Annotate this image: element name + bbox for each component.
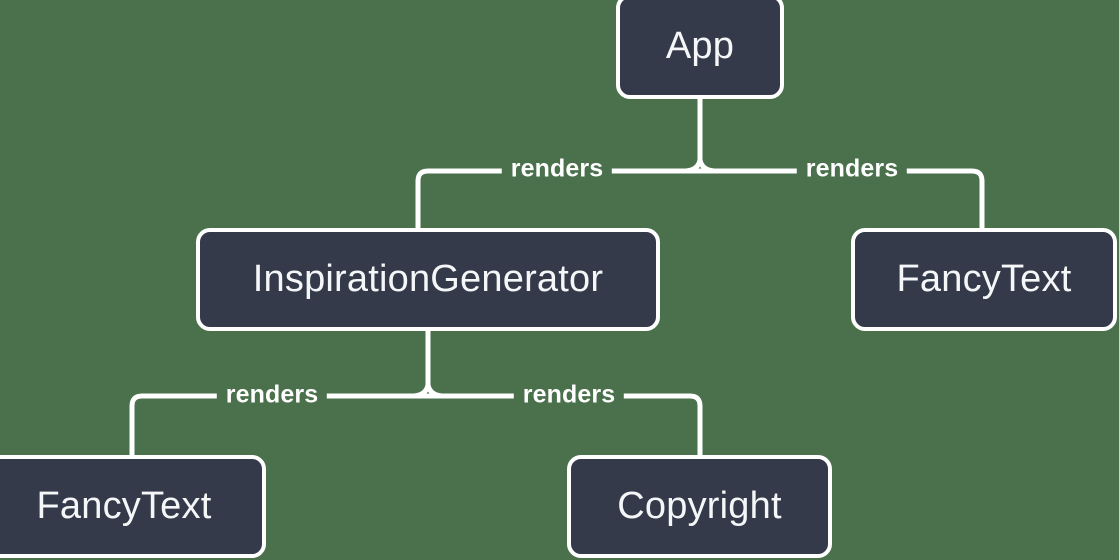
node-label-inspiration-generator: InspirationGenerator	[252, 258, 604, 300]
wire-inspiration-to-copyright	[425, 393, 703, 458]
node-label-app: App	[665, 25, 735, 67]
edge-label-inspiration-generator-renders-copyright: renders	[513, 382, 625, 408]
node-fancy-text-right[interactable]: FancyText	[851, 228, 1117, 331]
edge-label-app-renders-inspiration-generator: renders	[501, 156, 613, 182]
edge-label-app-renders-fancy-text-right: renders	[796, 156, 908, 182]
wire-app-to-fancy-right	[697, 168, 985, 231]
node-label-fancy-text-right: FancyText	[896, 258, 1072, 300]
node-label-copyright: Copyright	[617, 485, 782, 527]
node-inspiration-generator[interactable]: InspirationGenerator	[196, 228, 660, 331]
edge-label-inspiration-generator-renders-fancy-text: renders	[216, 382, 328, 408]
node-copyright[interactable]: Copyright	[567, 455, 832, 558]
wire-inspiration-to-fancy-bottom	[129, 393, 431, 458]
wire-app-to-inspiration	[415, 168, 703, 231]
node-fancy-text-bottom[interactable]: FancyText	[0, 455, 266, 558]
node-app[interactable]: App	[616, 0, 784, 99]
node-label-fancy-text-bottom: FancyText	[36, 485, 212, 527]
